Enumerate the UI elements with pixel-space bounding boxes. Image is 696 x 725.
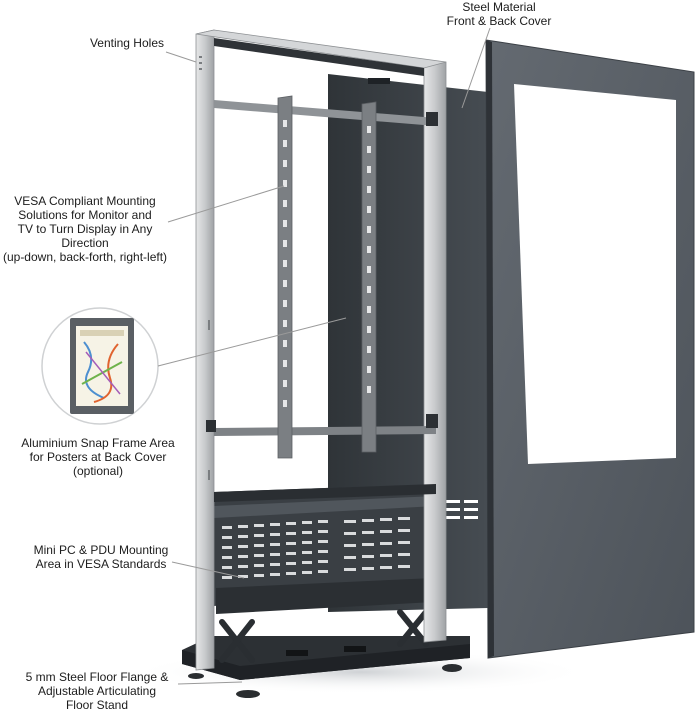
- front-cover: [485, 39, 695, 659]
- snap-frame-inset: [41, 307, 159, 425]
- post-venting-holes: [199, 56, 210, 480]
- mini-pc-mounting-area: [214, 484, 436, 614]
- leader-lines: [157, 27, 491, 685]
- rail-clamps: [206, 112, 438, 432]
- display-opening: [514, 84, 676, 464]
- callout-venting-holes: Venting Holes: [89, 36, 164, 50]
- articulating-stand-braces: [219, 609, 429, 663]
- back-panel-vent-holes: [446, 500, 478, 519]
- callout-floor-flange: 5 mm Steel Floor Flange & Adjustable Art…: [25, 670, 169, 712]
- callout-vesa-mounting: VESA Compliant Mounting Solutions for Mo…: [2, 194, 168, 264]
- back-panel-handle: [368, 78, 390, 84]
- callout-snap-frame: Aluminium Snap Frame Area for Posters at…: [21, 436, 175, 478]
- floor-flange: [182, 636, 470, 698]
- vesa-horizontal-rails: [214, 100, 436, 436]
- silver-frame: [195, 29, 447, 671]
- callout-steel-cover: Steel Material Front & Back Cover: [446, 0, 552, 28]
- callout-mini-pc: Mini PC & PDU Mounting Area in VESA Stan…: [33, 543, 169, 571]
